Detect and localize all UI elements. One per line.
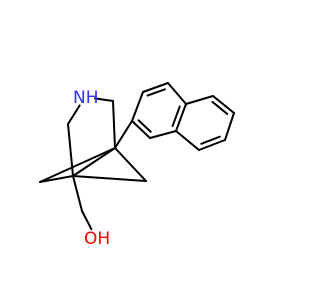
bond-ring-b-4 (198, 139, 226, 151)
bond-ring-a-6 (131, 120, 151, 139)
bond-ring-a-5 (149, 130, 177, 139)
bond-n-ch2 (67, 104, 81, 125)
bond-ring-a-4 (175, 103, 187, 132)
bond-ch2-n (93, 97, 114, 102)
bond-c3-c5 (72, 147, 116, 177)
bond-ring-a-3 (167, 82, 187, 105)
bond-c5-ch2oh (72, 175, 83, 212)
molecule-canvas: NH OH (39, 82, 235, 249)
bond-ring-a-double-3 (137, 119, 152, 133)
nh-label: NH (73, 88, 99, 108)
bond-c3-ch2 (112, 100, 116, 149)
structure-diagram: NH OH (39, 82, 235, 249)
bond-ring-b-double-2 (200, 135, 221, 145)
bond-ring-a-1 (131, 91, 144, 122)
bond-ring-a-double-1 (146, 88, 166, 97)
bond-ring-b-3 (224, 112, 235, 141)
bond-ring-a-double-2 (171, 105, 181, 128)
bond-ch2-oh (81, 210, 93, 231)
bond-ring-b-double-1 (211, 100, 229, 115)
bond-bridge-left-c3 (39, 147, 116, 183)
bond-bridge-right-c3 (114, 147, 147, 182)
bond-ring-b-1 (185, 95, 214, 105)
bond-c5-bridge-left (39, 175, 74, 183)
bond-c5-bridge-right (72, 175, 147, 182)
bond-ring-a-2 (142, 82, 169, 93)
bond-ring-b-5 (175, 130, 200, 151)
bond-c3-naphthyl (114, 120, 133, 149)
bond-ring-b-2 (212, 95, 235, 114)
oh-label: OH (84, 229, 110, 249)
